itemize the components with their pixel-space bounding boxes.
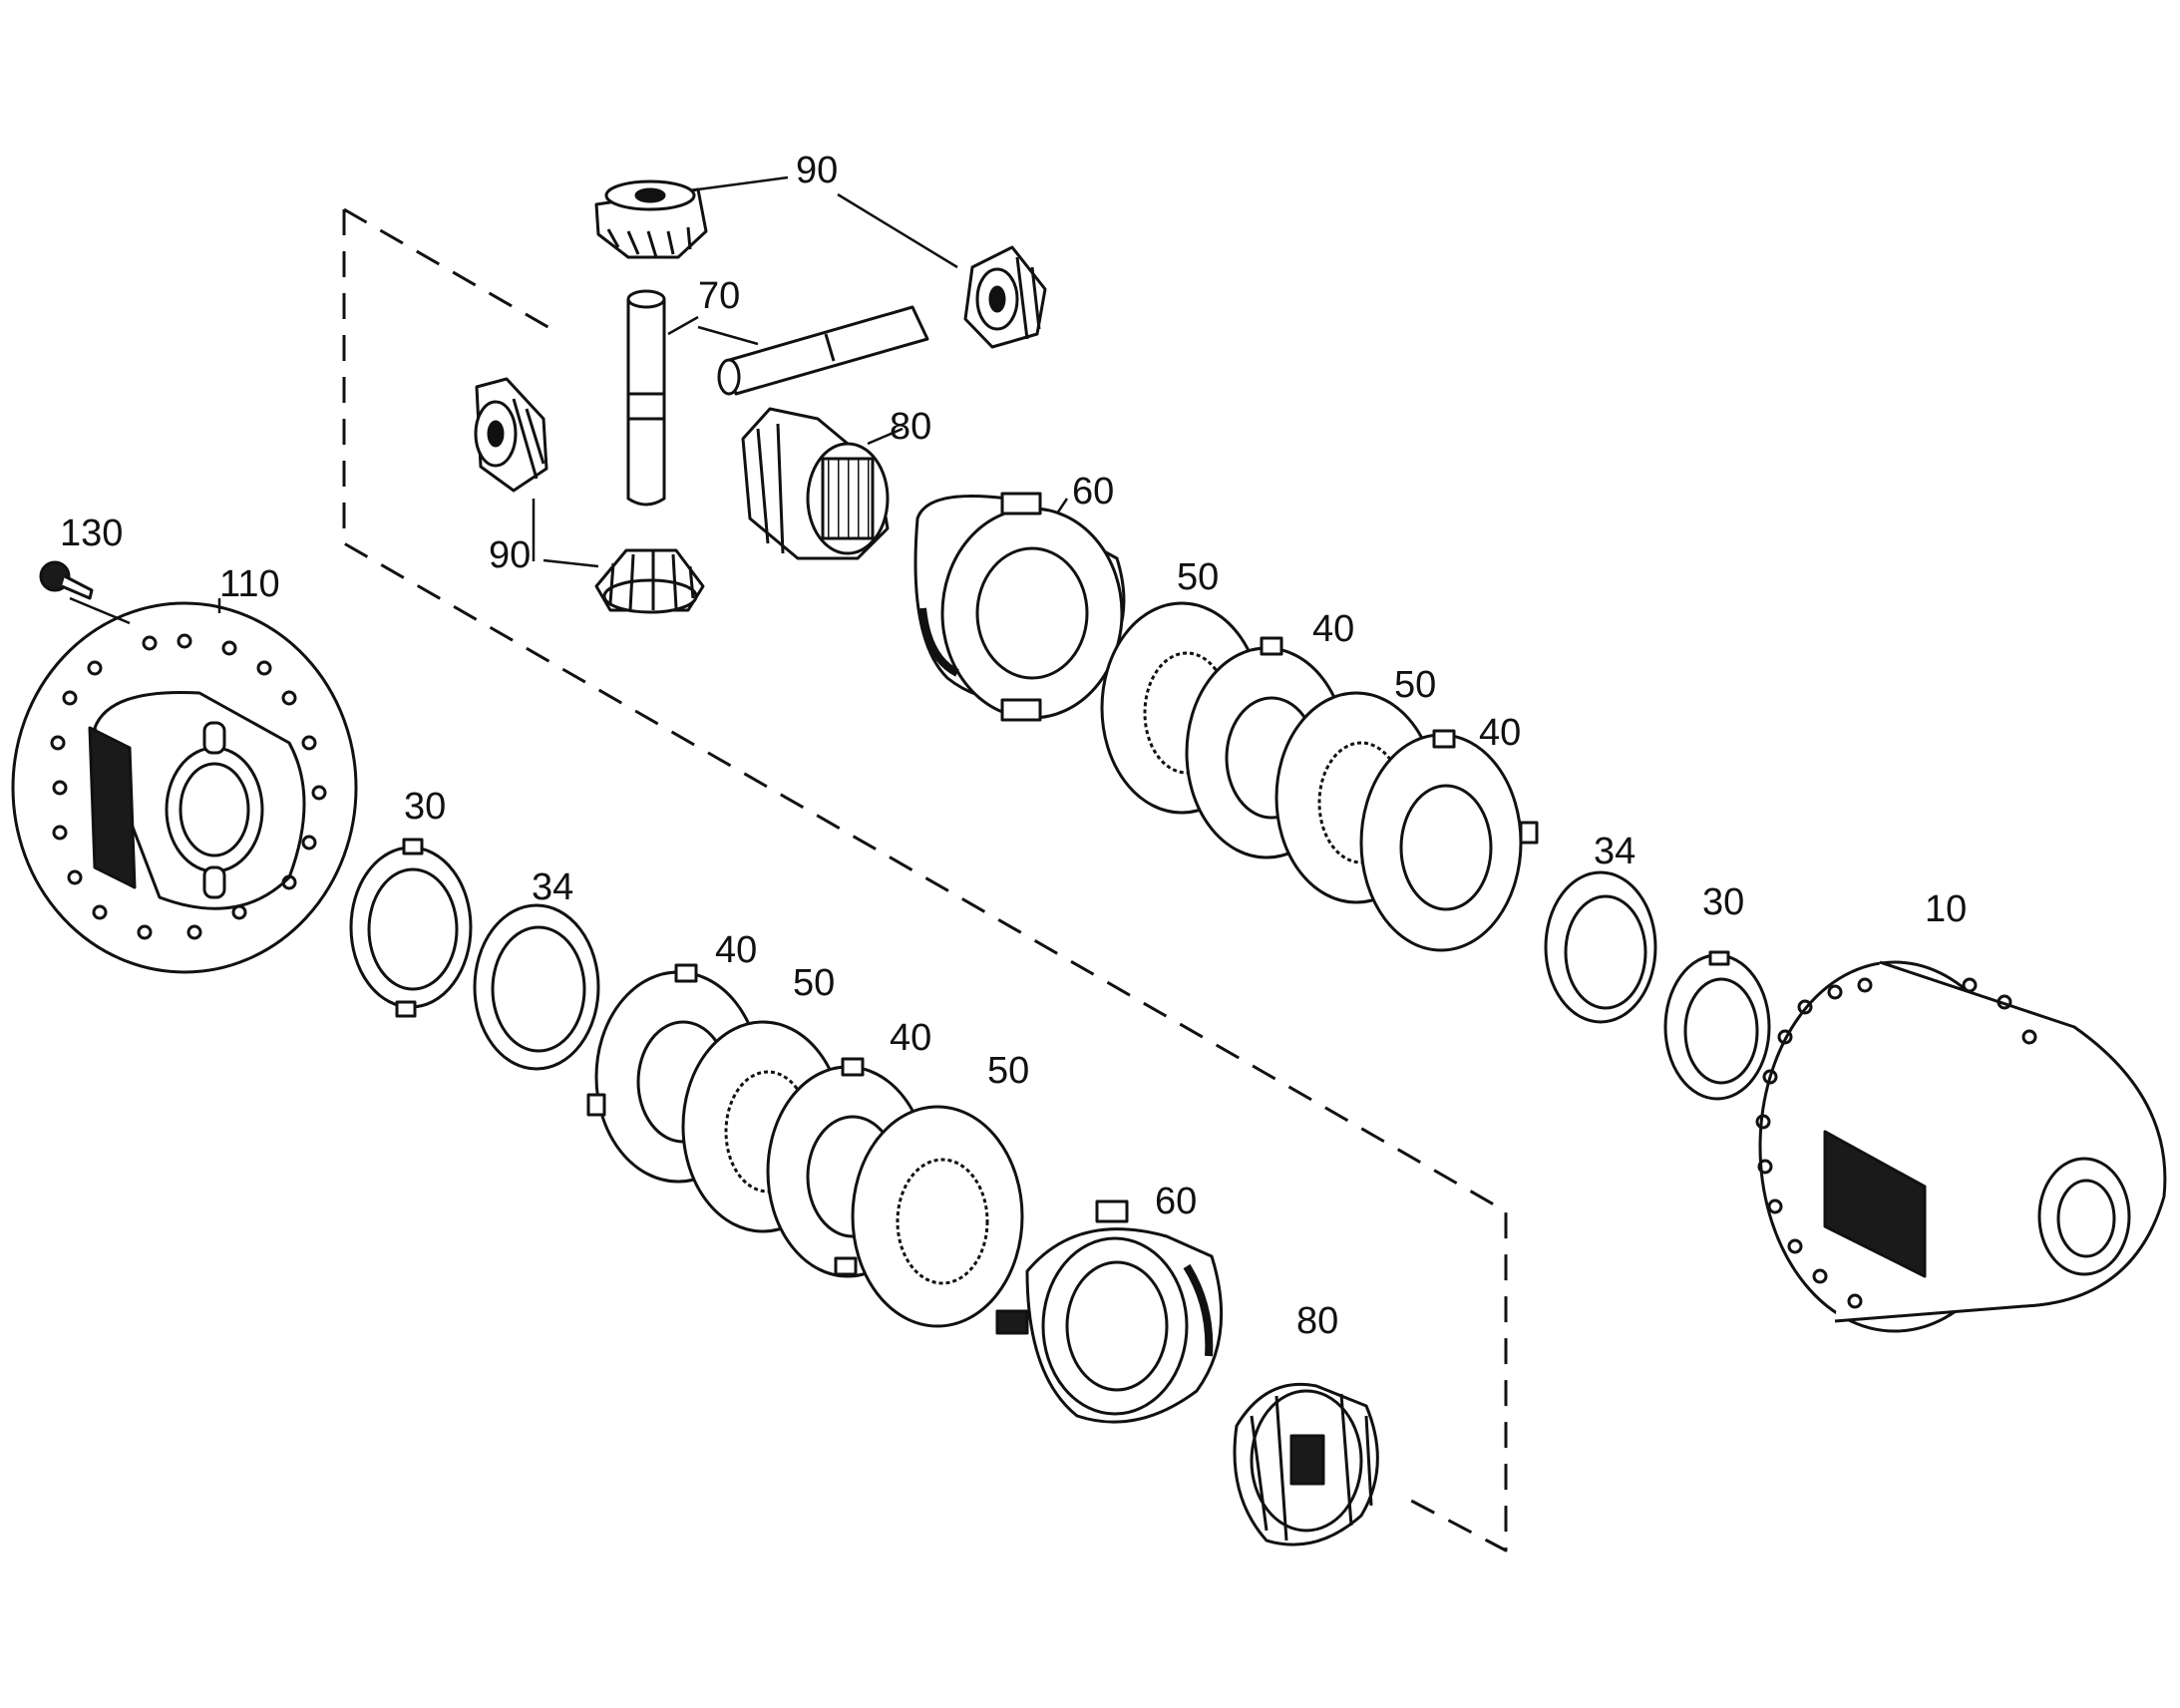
callout-10: 10 xyxy=(1925,888,1968,930)
assembly-boundary-dashed xyxy=(342,207,1508,1552)
callout-90-left: 90 xyxy=(489,534,532,576)
callout-70: 70 xyxy=(698,275,741,317)
part-30-shim-right xyxy=(1663,950,1771,1101)
part-80-side-gear-lower xyxy=(1233,1382,1379,1546)
callout-90-top: 90 xyxy=(796,150,839,191)
part-50-friction-disc-lower-b xyxy=(851,1105,1024,1328)
leader-lines xyxy=(69,175,1069,625)
callout-50-c: 50 xyxy=(793,962,836,1004)
part-10-differential-case xyxy=(1755,960,2167,1333)
part-90-pinion-top xyxy=(594,179,708,259)
part-80-side-gear-upper xyxy=(741,407,890,560)
callout-40-c: 40 xyxy=(715,929,758,971)
part-34-thrust-washer-right xyxy=(1544,870,1657,1024)
part-40-steel-disc-upper-b xyxy=(1359,729,1539,952)
callout-110: 110 xyxy=(219,563,280,605)
callout-60-top: 60 xyxy=(1072,471,1115,512)
callout-34-right: 34 xyxy=(1594,831,1636,872)
part-34-thrust-washer-left xyxy=(473,903,600,1071)
part-110-cover xyxy=(11,601,358,974)
part-30-shim-left xyxy=(349,838,473,1018)
callout-50-d: 50 xyxy=(987,1050,1030,1092)
part-70-cross-shaft-horizontal xyxy=(717,305,929,396)
callout-40-b: 40 xyxy=(1479,712,1522,754)
part-60-clutch-housing-upper xyxy=(913,492,1126,722)
callout-34-left: 34 xyxy=(532,866,574,908)
callout-80-top: 80 xyxy=(890,406,932,448)
part-90-pinion-bottom xyxy=(594,548,705,614)
part-60-clutch-housing-lower xyxy=(995,1199,1224,1424)
callout-50-a: 50 xyxy=(1177,556,1220,598)
part-90-pinion-left xyxy=(474,377,548,493)
part-70-cross-shaft-vertical xyxy=(626,289,666,507)
callout-30-left: 30 xyxy=(404,786,447,828)
callout-30-right: 30 xyxy=(1702,881,1745,923)
part-130-bolt xyxy=(39,560,94,600)
callout-130: 130 xyxy=(60,512,124,554)
callout-60-bottom: 60 xyxy=(1155,1181,1198,1222)
callout-80-bottom: 80 xyxy=(1296,1300,1339,1342)
callout-40-a: 40 xyxy=(1312,608,1355,650)
part-90-pinion-right xyxy=(963,245,1047,349)
callout-40-d: 40 xyxy=(890,1017,932,1059)
callout-50-b: 50 xyxy=(1394,664,1437,706)
